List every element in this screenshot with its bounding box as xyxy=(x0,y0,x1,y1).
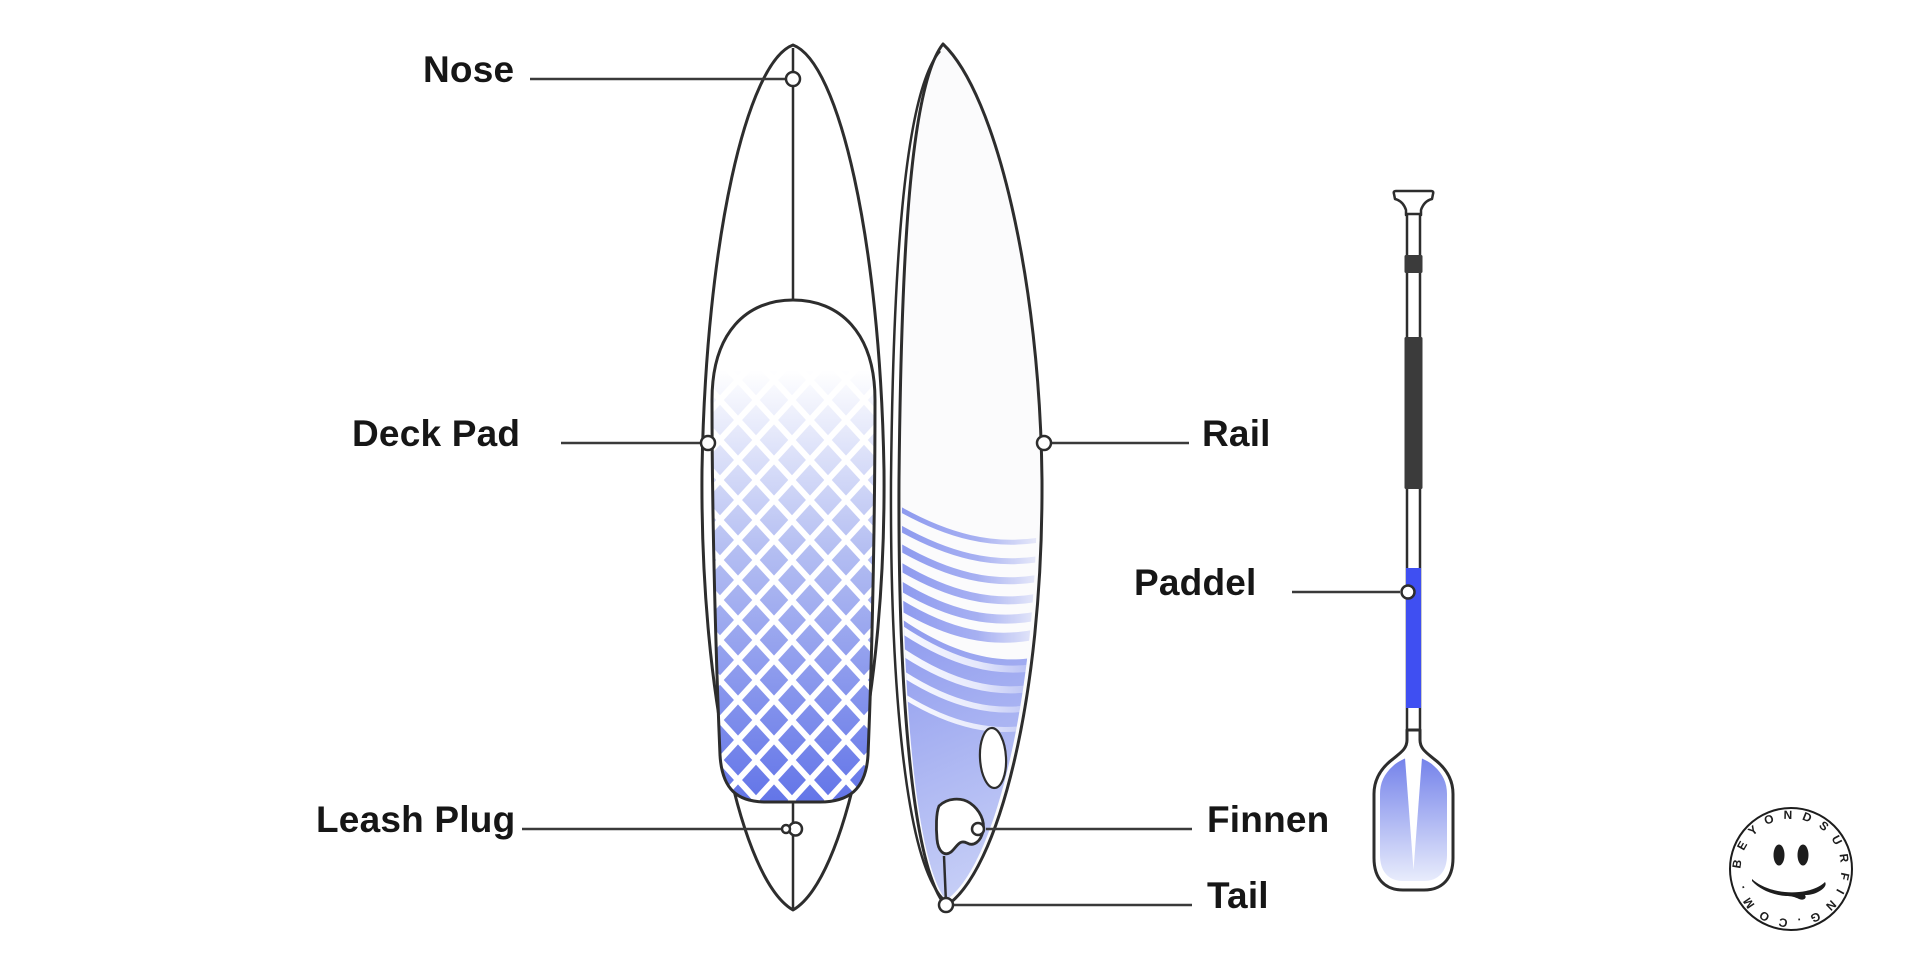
logo-eye-left xyxy=(1773,844,1785,866)
paddle-grip-section xyxy=(1404,337,1423,489)
blue-speed-stripes xyxy=(901,501,1038,643)
center-fin xyxy=(935,797,985,856)
label-rail: Rail xyxy=(1202,413,1271,454)
board-bottom-view xyxy=(889,42,1044,908)
connector-tail xyxy=(937,896,955,914)
brand-logo: BEYONDSURFING.COM. xyxy=(1729,807,1853,931)
label-tail: Tail xyxy=(1207,875,1269,916)
connector-dots xyxy=(699,70,1416,914)
paddle-handle xyxy=(1392,189,1435,217)
label-fins: Finnen xyxy=(1207,799,1330,840)
tail-center-line xyxy=(942,855,948,900)
paddle-blue-section xyxy=(1406,568,1421,708)
label-paddle: Paddel xyxy=(1134,562,1257,603)
leader-lines xyxy=(522,77,1400,907)
leash-plug-graphic xyxy=(780,821,804,837)
deck-pad-outline xyxy=(710,298,877,804)
label-deck-pad: Deck Pad xyxy=(352,413,521,454)
label-leash-plug: Leash Plug xyxy=(316,799,516,840)
connector-deck-pad xyxy=(699,434,717,452)
label-nose: Nose xyxy=(423,49,515,90)
connector-paddle xyxy=(1400,584,1416,600)
board-bottom-rail-line xyxy=(889,50,944,900)
side-fin-box-right xyxy=(978,726,1008,790)
paddle-graphic xyxy=(1372,189,1455,892)
connector-nose xyxy=(784,70,802,88)
connector-rail xyxy=(1035,434,1053,452)
logo-circle xyxy=(1729,807,1853,931)
paddle-blade-notch xyxy=(1405,758,1422,870)
deck-pad-graphic xyxy=(710,298,877,804)
logo-eye-right xyxy=(1797,844,1809,866)
connector-fins xyxy=(970,821,986,837)
logo-smile-surfboard xyxy=(1752,879,1826,900)
paddle-clamp xyxy=(1404,255,1423,273)
board-top-view xyxy=(700,43,886,912)
